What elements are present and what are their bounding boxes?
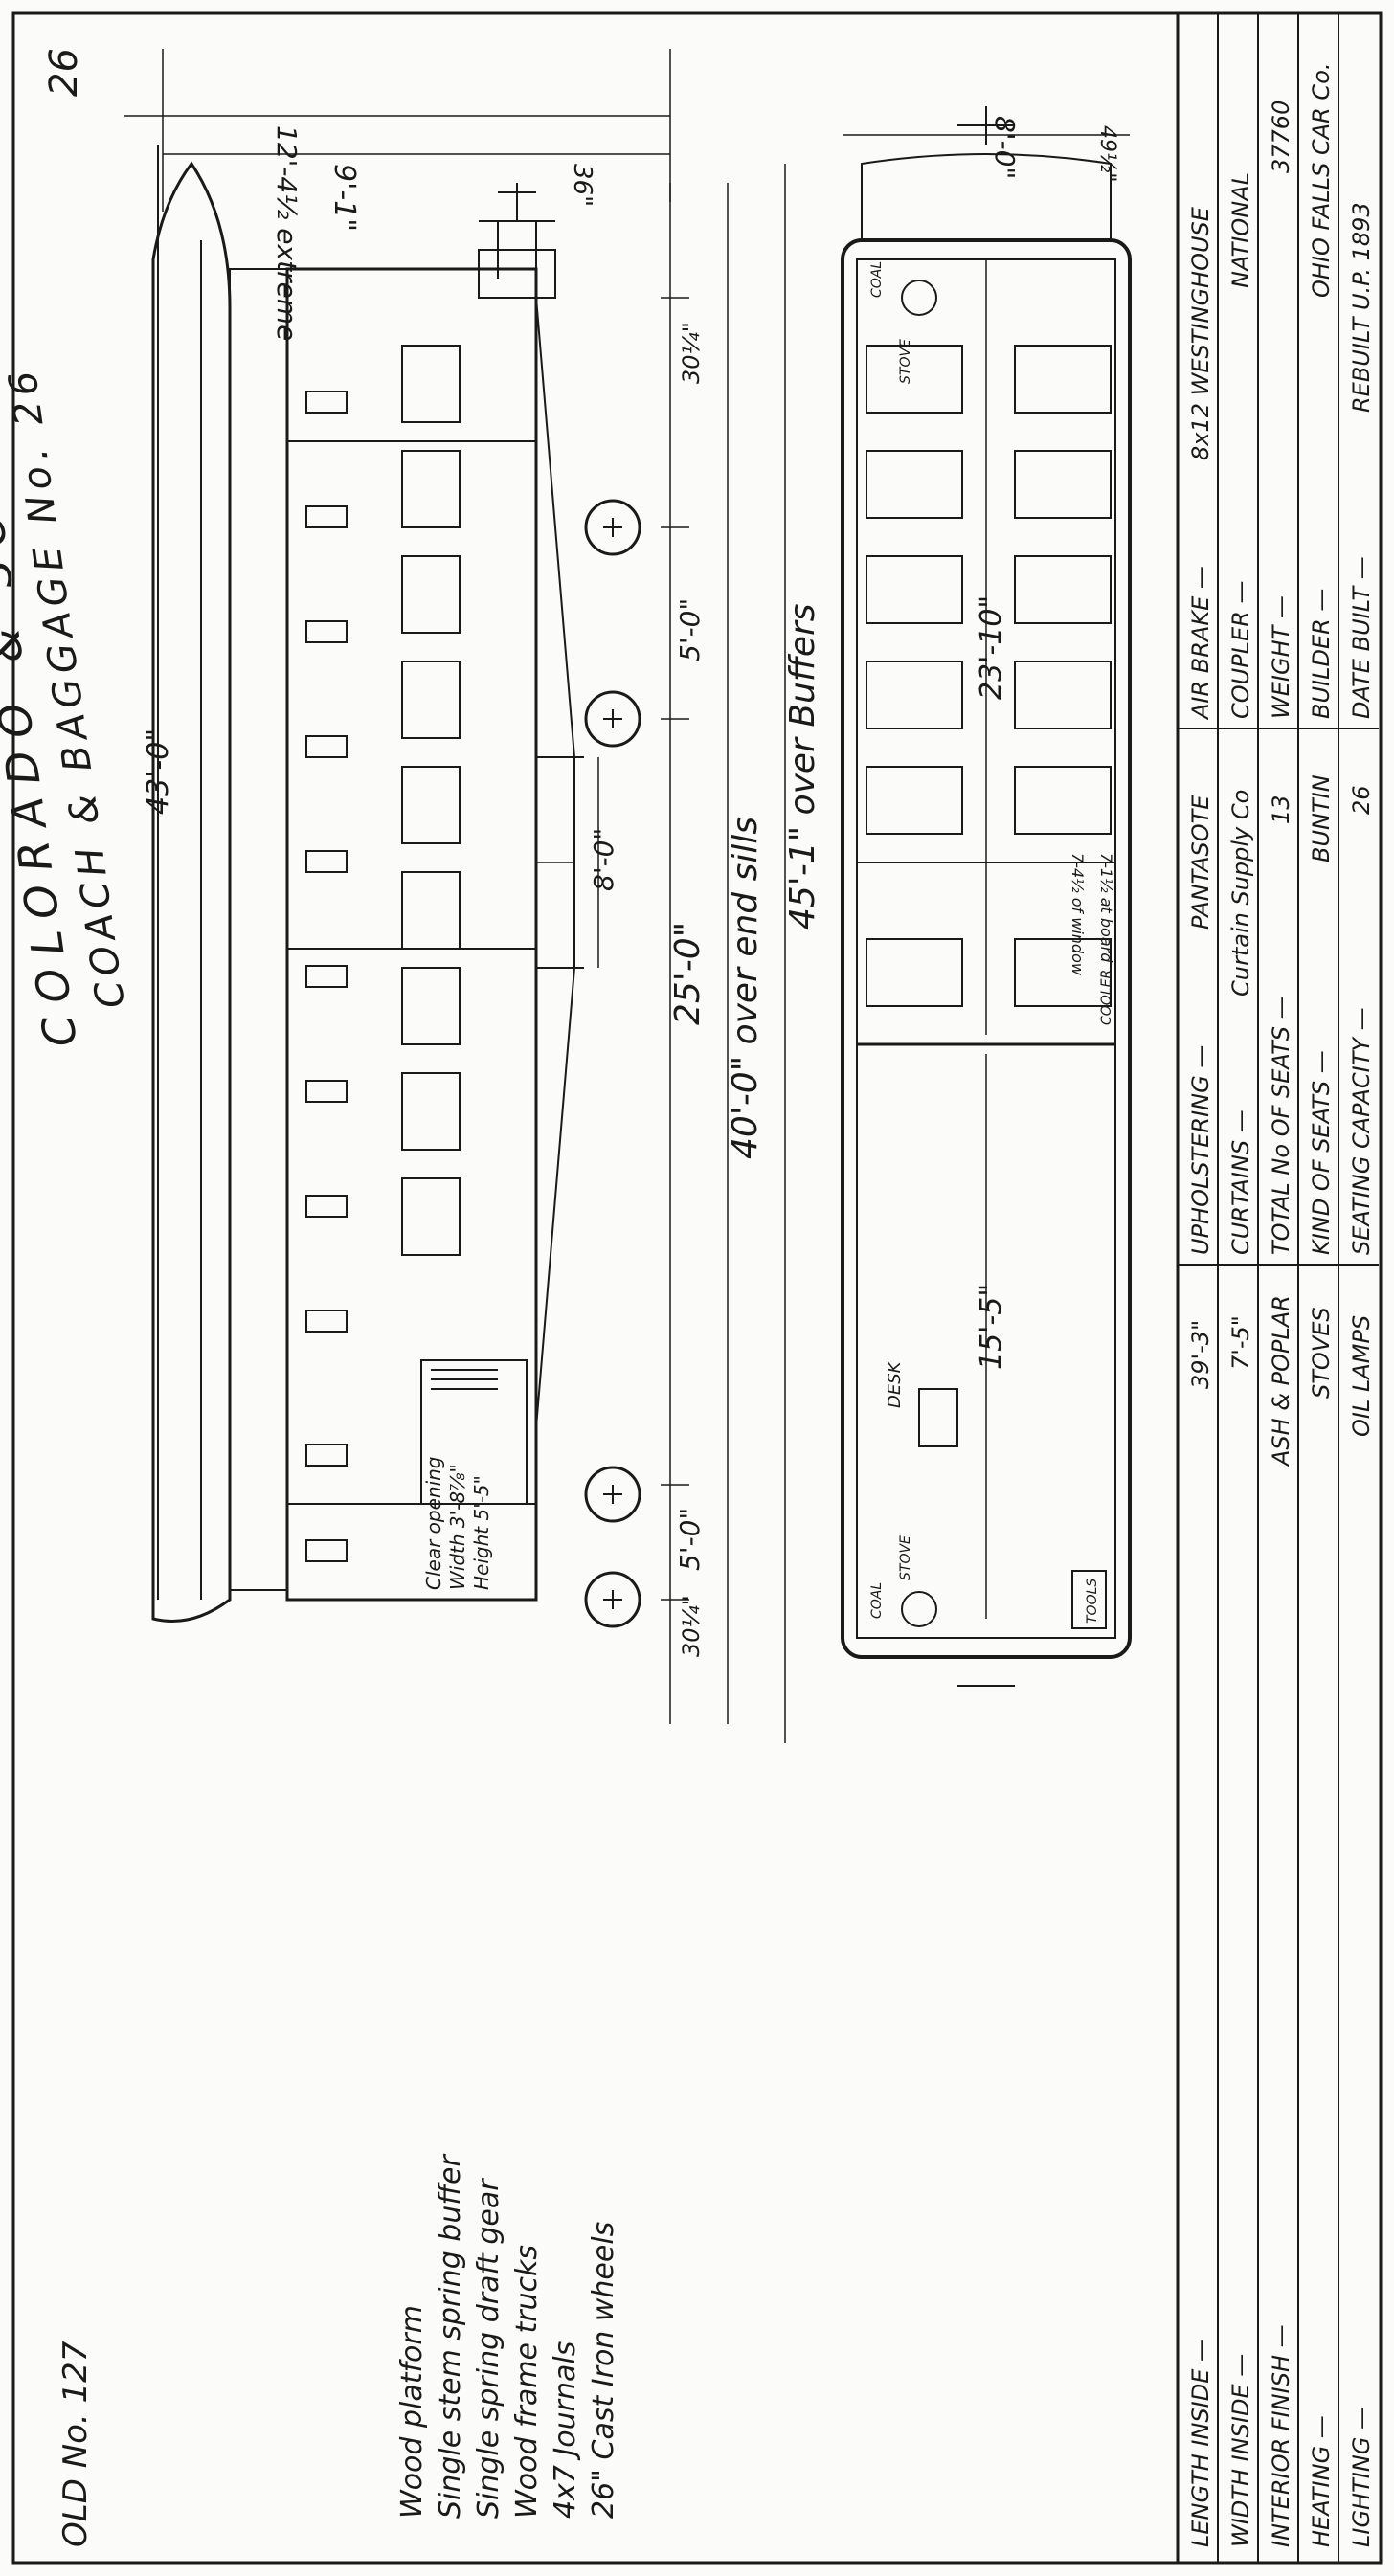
coal-left: COAL xyxy=(869,1582,885,1619)
floor-plan: STOVE STOVE COAL COAL COOLER DESK TOOLS … xyxy=(841,106,1132,1687)
end-offset-left: 30¼" xyxy=(678,1595,705,1657)
baggage-door xyxy=(420,1359,528,1505)
end-offset-right: 30¼" xyxy=(678,322,705,384)
row4-value-b: BUNTIN xyxy=(1308,774,1335,862)
row5-label-a: LIGHTING — xyxy=(1348,2407,1375,2547)
row5-label-c: DATE BUILT — xyxy=(1348,556,1375,719)
over-buffers: 45'-1" over Buffers xyxy=(783,603,822,930)
door-note-2: Width 3'-8⅞" xyxy=(446,1464,469,1590)
desk: DESK xyxy=(885,1360,905,1408)
baggage-length: 15'-5" xyxy=(975,1284,1008,1370)
over-end-sills: 40'-0" over end sills xyxy=(726,817,765,1159)
row5-label-b: SEATING CAPACITY — xyxy=(1348,1007,1375,1255)
row1-label-c: AIR BRAKE — xyxy=(1187,566,1214,721)
stove-left: STOVE xyxy=(898,1535,913,1580)
extreme-height: 12'-4½ extreme xyxy=(271,125,303,341)
side-elevation: Clear opening Width 3'-8⅞" Height 5'-5" … xyxy=(151,161,641,1628)
row2-label-a: WIDTH INSIDE — xyxy=(1227,2354,1254,2547)
spec-table: LENGTH INSIDE — 39'-3" UPHOLSTERING — PA… xyxy=(1176,13,1379,2563)
old-number: OLD No. 127 xyxy=(56,2341,95,2547)
door-vents xyxy=(431,1369,498,1390)
row4-label-a: HEATING — xyxy=(1308,2415,1335,2547)
note-4: Wood frame trucks xyxy=(510,2245,544,2519)
row5-value-c: REBUILT U.P. 1893 xyxy=(1348,202,1375,413)
plan-width: 8'-0" xyxy=(989,116,1021,179)
note-1: Wood platform xyxy=(395,2305,429,2519)
mirror-1: 7-4½ of window xyxy=(1068,853,1087,976)
seats xyxy=(866,345,1112,1007)
row4-label-c: BUILDER — xyxy=(1308,589,1335,719)
row1-label-b: UPHOLSTERING — xyxy=(1187,1045,1214,1255)
roof-to-rail: 36" xyxy=(568,164,596,207)
clerestory-windows xyxy=(305,391,348,1562)
row2-label-c: COUPLER — xyxy=(1227,580,1254,719)
row2-value-a: 7'-5" xyxy=(1227,1315,1254,1370)
row1-value-b: PANTASOTE xyxy=(1187,795,1214,930)
plan-end-offset: 49½" xyxy=(1095,125,1119,182)
row1-value-c: 8x12 WESTINGHOUSE xyxy=(1187,206,1214,460)
row2-value-b: Curtain Supply Co xyxy=(1227,790,1254,997)
length-dims: 30¼" 5'-0" 25'-0" 5'-0" 30¼" 40'-0" over… xyxy=(661,164,822,1743)
row1-value-a: 39'-3" xyxy=(1187,1320,1214,1389)
row3-value-a: ASH & POPLAR xyxy=(1268,1295,1294,1467)
note-5: 4x7 Journals xyxy=(549,2341,582,2519)
row2-label-b: CURTAINS — xyxy=(1227,1109,1254,1255)
body-height: 9'-1" xyxy=(327,164,361,232)
row5-value-b: 26 xyxy=(1348,785,1375,815)
row3-value-b: 13 xyxy=(1268,795,1294,824)
mirror-2: 7-1½ at board xyxy=(1097,853,1115,963)
tools: TOOLS xyxy=(1085,1579,1100,1624)
queen-post-dim: 8'-0" xyxy=(588,828,619,891)
row4-label-b: KIND OF SEATS — xyxy=(1308,1050,1335,1255)
door-note-3: Height 5'-5" xyxy=(470,1475,493,1590)
row5-value-a: OIL LAMPS xyxy=(1348,1315,1375,1437)
note-3: Single spring draft gear xyxy=(472,2178,506,2519)
truck-centers: 25'-0" xyxy=(668,922,708,1025)
note-6: 26" Cast Iron wheels xyxy=(587,2222,620,2519)
stove-right: STOVE xyxy=(898,339,913,384)
row3-value-c: 37760 xyxy=(1268,101,1294,173)
row3-label-a: INTERIOR FINISH — xyxy=(1268,2324,1294,2547)
construction-notes: Wood platform Single stem spring buffer … xyxy=(395,2154,620,2519)
truck-wheelbase-left: 5'-0" xyxy=(674,1508,706,1571)
cooler: COOLER xyxy=(1099,970,1114,1025)
coal-right: COAL xyxy=(869,261,885,298)
height-dims: 12'-4½ extreme 9'-1" 36" xyxy=(124,49,671,341)
wheels xyxy=(584,499,641,1628)
row3-label-c: WEIGHT — xyxy=(1268,595,1294,719)
row1-label-a: LENGTH INSIDE — xyxy=(1187,2339,1214,2547)
row2-value-c: NATIONAL xyxy=(1227,172,1254,288)
row4-value-a: STOVES xyxy=(1308,1307,1335,1399)
row4-value-c: OHIO FALLS CAR Co. xyxy=(1308,62,1335,298)
truck-wheelbase-right: 5'-0" xyxy=(674,598,706,661)
page-number: 26 xyxy=(42,48,86,97)
passenger-windows xyxy=(401,345,461,1256)
coach-length: 23'-10" xyxy=(975,595,1008,700)
sheet-border xyxy=(11,11,1383,2565)
row3-label-b: TOTAL No OF SEATS — xyxy=(1268,996,1294,1255)
door-note-1: Clear opening xyxy=(422,1456,445,1590)
note-2: Single stem spring buffer xyxy=(434,2154,467,2519)
